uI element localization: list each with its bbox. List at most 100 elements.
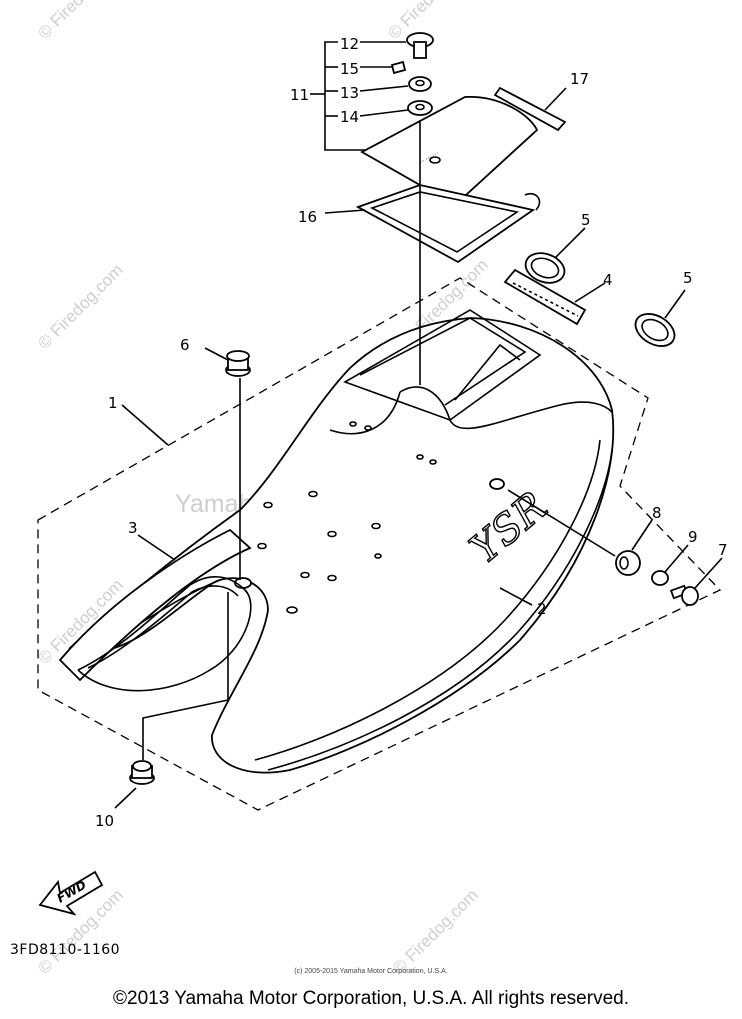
callout-5-upper: 5 <box>581 211 591 229</box>
washer-14-body <box>407 100 433 116</box>
emblem-5-outer <box>524 252 566 284</box>
mount-hole <box>300 571 310 579</box>
mount-hole <box>286 606 298 614</box>
callout-17: 17 <box>570 70 589 88</box>
watermark-site: © Firedog.com <box>389 885 481 977</box>
collar-15 <box>390 60 407 75</box>
leader-7 <box>694 557 723 589</box>
callout-14: 14 <box>340 108 359 126</box>
mount-hole <box>349 421 357 427</box>
callout-8: 8 <box>652 504 662 522</box>
diagram-part-number: 3FD8110-1160 <box>10 942 121 958</box>
callout-11: 11 <box>290 86 309 104</box>
assembly-outline <box>37 277 722 811</box>
callout-labels: 12 15 11 13 14 17 16 5 4 5 6 1 3 8 9 7 2… <box>95 35 728 830</box>
bolt-7 <box>669 584 699 606</box>
leader-10 <box>114 787 137 809</box>
copyright-footer: ©2013 Yamaha Motor Corporation, U.S.A. A… <box>113 988 629 1009</box>
axis-line-damper <box>142 592 229 760</box>
decal-4-text <box>512 282 579 317</box>
seat-cowl-body <box>68 317 615 774</box>
callout-5-right: 5 <box>683 269 693 287</box>
leader-5b <box>664 289 686 319</box>
washer-14 <box>407 100 433 116</box>
emblem-5-inner <box>530 257 560 279</box>
hatch-inner-rim <box>359 317 527 406</box>
mount-hole <box>364 425 372 431</box>
leader-13 <box>359 85 409 92</box>
side-mount-hole <box>489 478 505 490</box>
callout-10: 10 <box>95 812 114 830</box>
emblem-5-left <box>524 252 566 284</box>
screw-12-shank <box>413 41 427 59</box>
leader-16 <box>324 209 366 214</box>
mount-hole <box>308 490 318 498</box>
leader-lines <box>114 41 723 809</box>
label-bracket-11 <box>324 41 365 151</box>
seat-cowl: YSR <box>68 309 615 774</box>
mount-hole <box>327 574 337 582</box>
small-copyright: (c) 2005-2015 Yamaha Motor Corporation, … <box>294 968 448 975</box>
gasket-frame-tab <box>524 192 541 211</box>
trim-seal <box>58 528 252 692</box>
nut-13-body <box>408 76 432 92</box>
trim-seal-strip <box>58 528 252 682</box>
seat-ridge <box>329 391 401 435</box>
mounting-holes <box>234 421 505 614</box>
tail-ridge <box>399 386 613 430</box>
callout-1: 1 <box>108 394 118 412</box>
leader-9 <box>664 544 689 573</box>
mount-hole <box>416 454 424 460</box>
hatch-opening <box>343 309 542 421</box>
mount-hole <box>327 530 337 538</box>
axis-line-side <box>507 489 616 557</box>
leader-17 <box>544 87 567 111</box>
callout-6: 6 <box>180 336 190 354</box>
callout-4: 4 <box>603 271 613 289</box>
callout-16: 16 <box>298 208 317 226</box>
trim-seal-loop-inner <box>87 585 239 669</box>
callout-7: 7 <box>718 541 728 559</box>
leader-8 <box>631 519 653 551</box>
emblem-5-right <box>634 313 676 347</box>
damper-10 <box>129 760 155 785</box>
gasket-frame-outer <box>355 184 536 264</box>
seal-strip-17 <box>493 86 567 132</box>
leader-1 <box>121 404 169 446</box>
leader-2 <box>499 587 533 606</box>
mount-hole <box>257 542 267 550</box>
callout-3: 3 <box>128 519 138 537</box>
grommet-8-hole <box>619 556 629 570</box>
stripe-line-upper <box>254 439 601 761</box>
gasket-frame-inner <box>369 191 520 253</box>
collar-9-body <box>651 570 669 586</box>
mount-hole <box>263 501 273 509</box>
leader-3 <box>137 534 176 561</box>
mount-hole <box>429 459 437 465</box>
mount-hole <box>371 522 381 530</box>
callout-9: 9 <box>688 528 698 546</box>
cover-plate-hole <box>429 156 441 164</box>
nut-13-hole <box>415 79 425 87</box>
leader-4 <box>574 282 606 303</box>
callout-2: 2 <box>537 600 547 618</box>
hatch-inner-wall <box>454 343 521 401</box>
grommet-6-top <box>226 350 250 362</box>
decal-4 <box>503 268 587 326</box>
leader-6 <box>204 347 229 361</box>
grommet-6 <box>225 350 251 377</box>
grommet-8 <box>615 550 641 576</box>
trim-seal-loop <box>77 575 252 692</box>
screw-12 <box>406 32 434 59</box>
leader-5a <box>554 227 586 259</box>
callout-13: 13 <box>340 84 359 102</box>
collar-9 <box>651 570 669 586</box>
emblem-5-inner <box>641 318 669 342</box>
damper-10-top <box>132 760 152 772</box>
watermark-site: © Firedog.com <box>34 260 126 352</box>
callout-15: 15 <box>340 60 359 78</box>
stripe-line-lower <box>267 449 613 771</box>
cover-plate-body <box>360 96 539 207</box>
decal-4-body <box>503 268 587 326</box>
